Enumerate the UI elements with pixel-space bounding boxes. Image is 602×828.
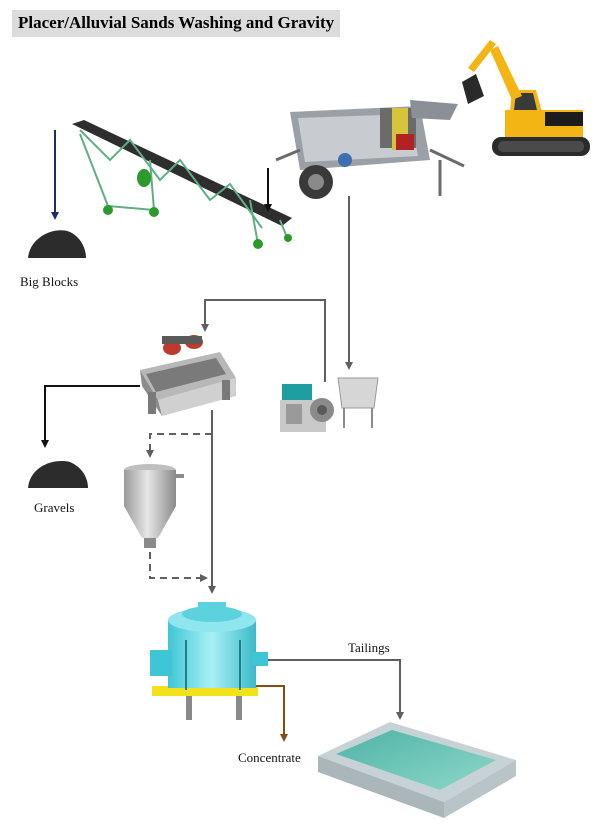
feed-hopper-icon xyxy=(337,377,379,428)
belt-conveyor-icon xyxy=(72,120,292,249)
arrow-pump-to-screen xyxy=(201,299,326,382)
arrow-to-tailings xyxy=(268,659,404,720)
arrow-to-concentrate xyxy=(256,685,288,742)
label-concentrate: Concentrate xyxy=(238,750,301,765)
excavator-icon xyxy=(462,40,590,156)
diagram-title: Placer/Alluvial Sands Washing and Gravit… xyxy=(12,10,341,37)
tailings-pond-icon xyxy=(318,722,516,818)
vibrating-screen-icon xyxy=(140,335,236,416)
arrow-tank-to-separator-dashed xyxy=(149,552,208,582)
gravels-pile-icon xyxy=(28,461,88,488)
centrifugal-separator-icon xyxy=(150,602,268,720)
slurry-pump-icon xyxy=(280,384,334,432)
label-big-blocks: Big Blocks xyxy=(20,274,79,289)
big-blocks-pile-icon xyxy=(28,230,86,258)
label-tailings: Tailings xyxy=(348,640,390,655)
arrow-to-gravels xyxy=(41,385,140,448)
arrow-screen-to-tank-dashed xyxy=(146,433,212,458)
cone-tank-icon xyxy=(124,464,184,548)
label-gravels: Gravels xyxy=(34,500,75,515)
trommel-washer-icon xyxy=(275,100,465,199)
